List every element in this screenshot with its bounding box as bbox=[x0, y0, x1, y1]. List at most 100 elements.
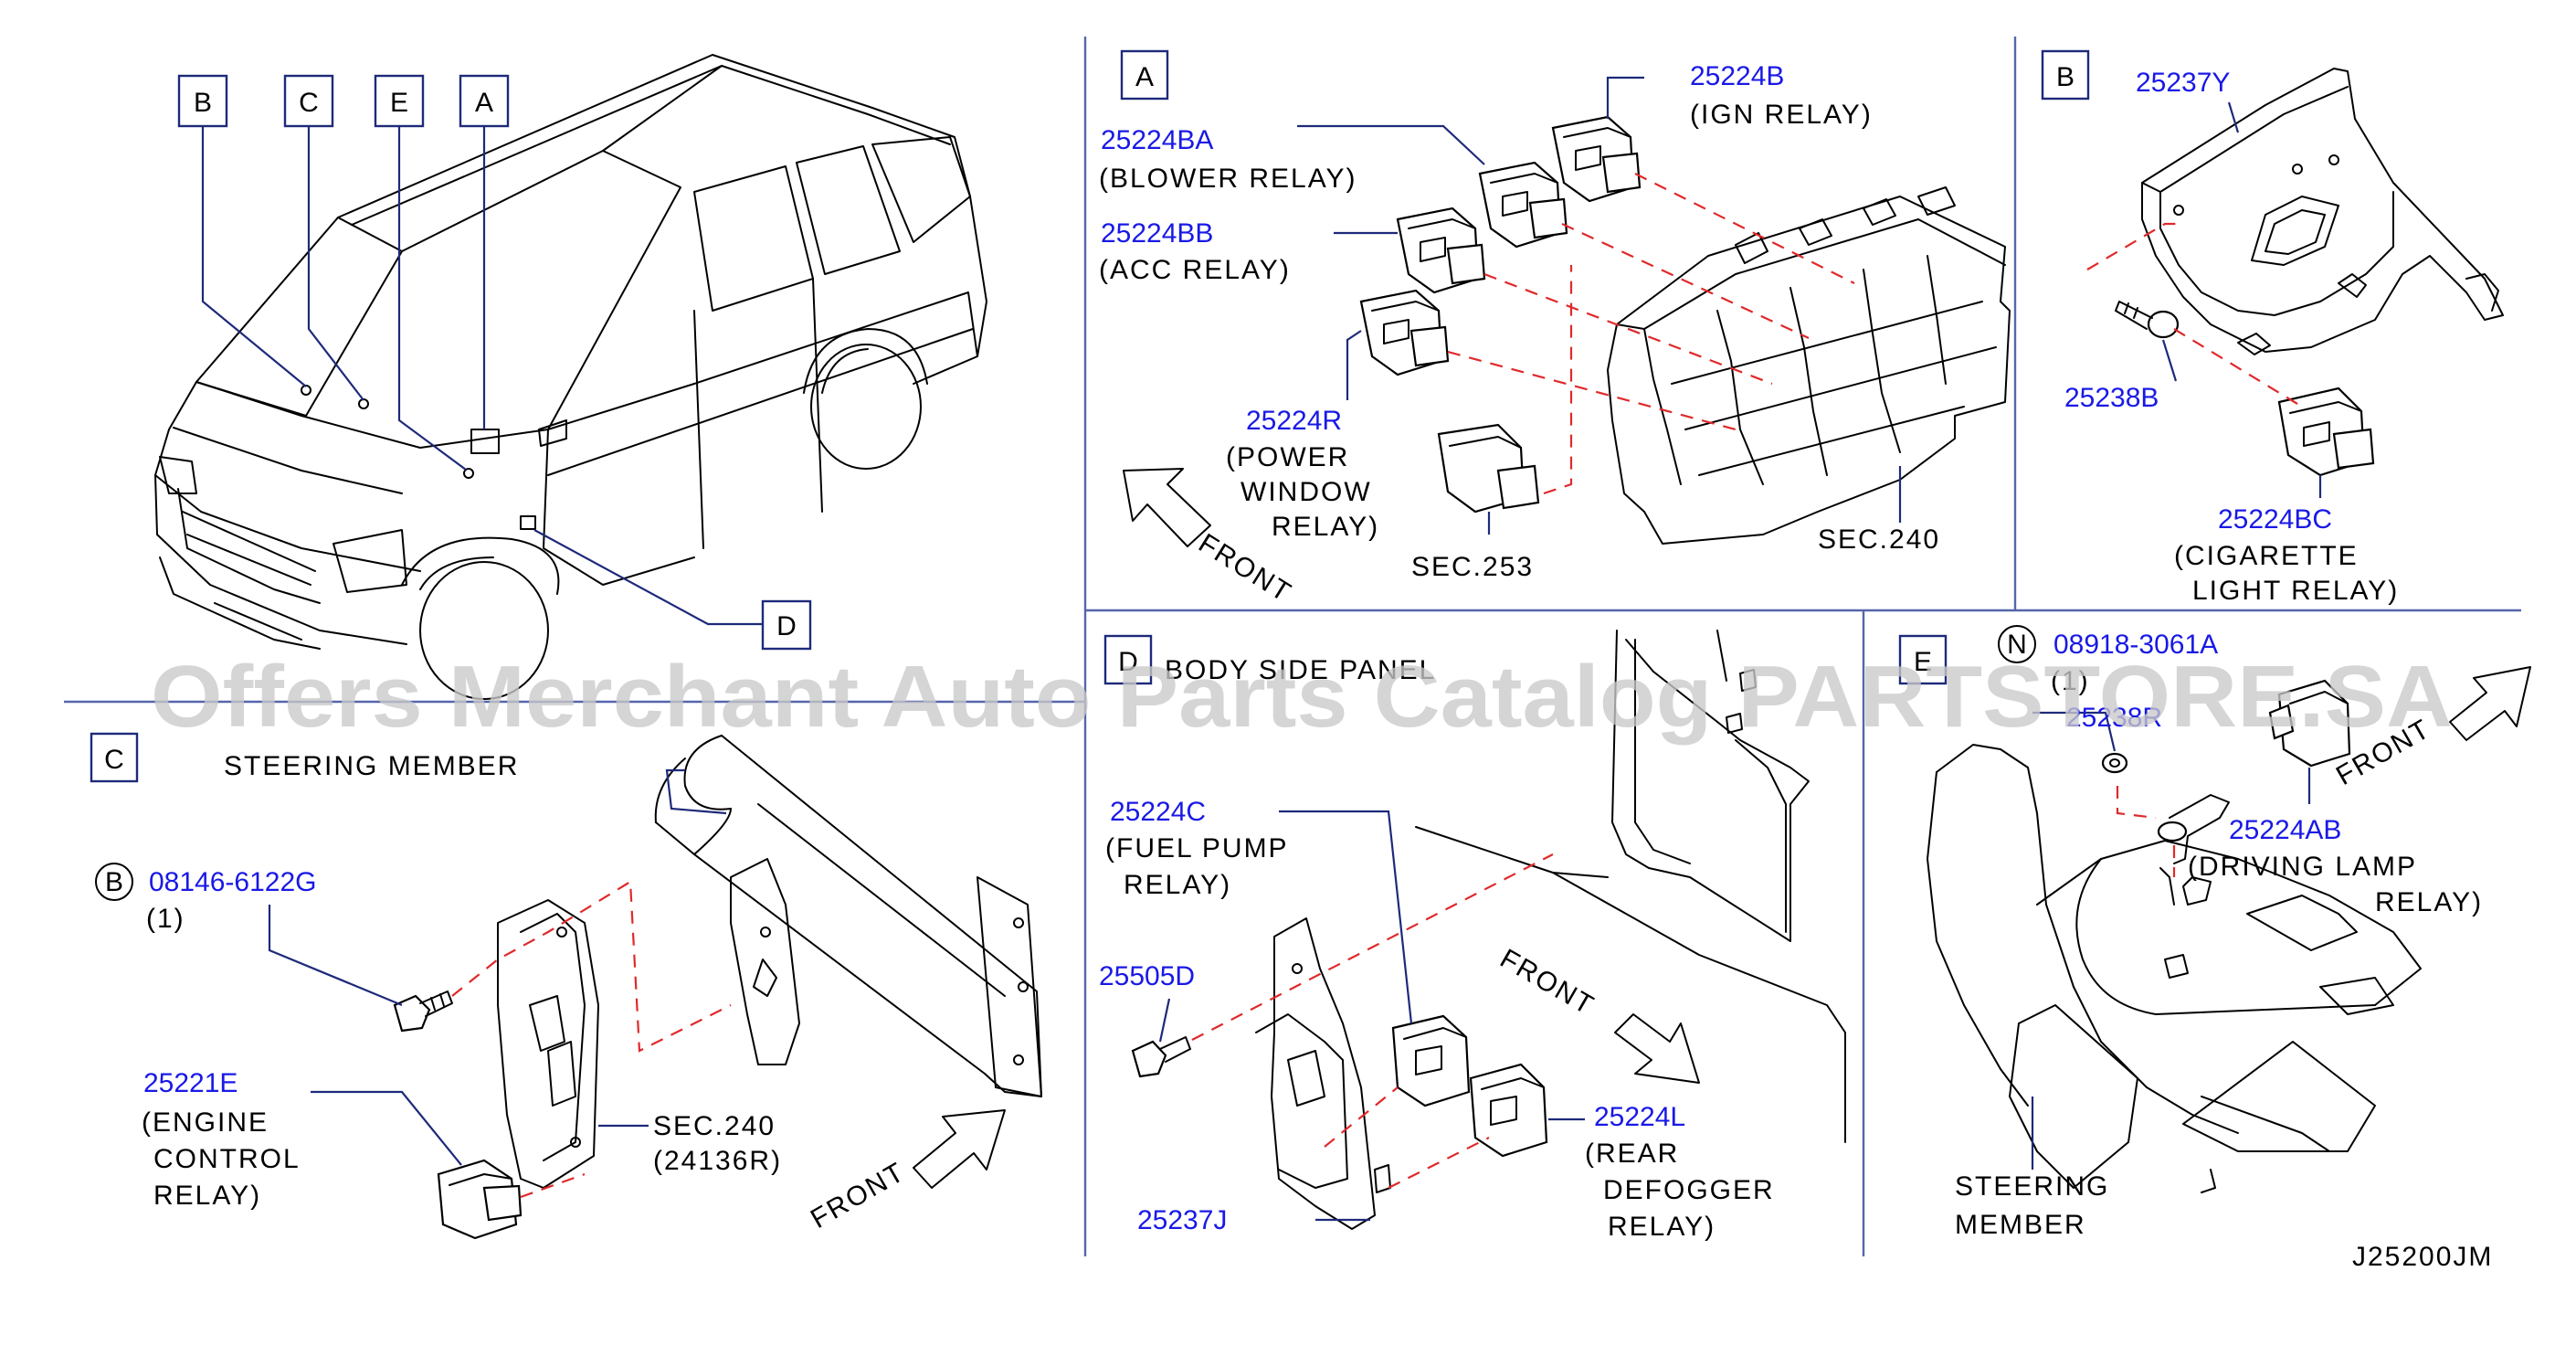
part-number-25237y[interactable]: 25237Y bbox=[2136, 68, 2230, 98]
part-desc-engine-3: RELAY) bbox=[153, 1181, 261, 1211]
part-number-25237j[interactable]: 25237J bbox=[1137, 1205, 1227, 1235]
ref-24136r: (24136R) bbox=[653, 1146, 782, 1176]
svg-text:B: B bbox=[105, 867, 123, 897]
part-desc-cigarette-2: LIGHT RELAY) bbox=[2192, 576, 2399, 606]
part-desc-defogger-3: RELAY) bbox=[1608, 1212, 1716, 1242]
svg-text:D: D bbox=[1118, 647, 1138, 677]
relay-fuel-pump bbox=[1391, 1014, 1471, 1107]
section-a: A bbox=[1099, 49, 2011, 609]
body-side-panel-label: BODY SIDE PANEL bbox=[1165, 655, 1436, 685]
callout-b: B bbox=[177, 74, 228, 128]
svg-text:C: C bbox=[299, 88, 319, 118]
relay-driving-lamp bbox=[2268, 679, 2351, 768]
relay-bracket-c bbox=[497, 899, 599, 1189]
part-number-25221e[interactable]: 25221E bbox=[143, 1068, 238, 1098]
ref-sec253: SEC.253 bbox=[1411, 552, 1534, 582]
marker-b-circle: B bbox=[95, 863, 133, 901]
svg-text:B: B bbox=[2056, 62, 2075, 92]
callout-e: E bbox=[374, 74, 425, 128]
part-desc-engine-2: CONTROL bbox=[153, 1144, 301, 1174]
section-a-label: A bbox=[1120, 49, 1169, 101]
bracket-25237y bbox=[2141, 68, 2504, 355]
part-number-25238r[interactable]: 25238R bbox=[2066, 703, 2162, 733]
part-number-25224ab[interactable]: 25224AB bbox=[2229, 815, 2341, 845]
part-number-25505d[interactable]: 25505D bbox=[1099, 961, 1195, 991]
part-number-08146-6122g[interactable]: 08146-6122G bbox=[149, 867, 317, 897]
svg-text:N: N bbox=[2007, 630, 2027, 660]
part-qty-08146: (1) bbox=[146, 904, 185, 934]
relay-sec253 bbox=[1437, 423, 1540, 514]
section-b-label: B bbox=[2041, 49, 2090, 101]
section-dividers bbox=[64, 37, 2521, 1256]
relay-engine-control bbox=[437, 1159, 523, 1240]
callout-c: C bbox=[283, 74, 334, 128]
part-qty-08918: (1) bbox=[2051, 666, 2090, 696]
nut-08918 bbox=[2101, 752, 2128, 774]
part-desc-fuel-pump-2: RELAY) bbox=[1124, 870, 1231, 900]
steering-member-c bbox=[654, 735, 1042, 1097]
part-desc-cigarette-1: (CIGARETTE bbox=[2174, 541, 2359, 571]
steering-member-label-c: STEERING MEMBER bbox=[224, 751, 519, 781]
part-desc-power-window-1: (POWER bbox=[1226, 442, 1349, 472]
section-e-label: E bbox=[1898, 634, 1948, 685]
part-desc-driving-lamp-1: (DRIVING LAMP bbox=[2188, 852, 2417, 882]
relay-blower bbox=[1478, 161, 1568, 249]
diagram-code: J25200JM bbox=[2352, 1242, 2493, 1272]
part-desc-driving-lamp-2: RELAY) bbox=[2375, 887, 2483, 917]
section-b: B 25237Y 25 bbox=[2041, 49, 2504, 606]
relay-rear-defogger bbox=[1469, 1063, 1548, 1158]
svg-text:A: A bbox=[1135, 62, 1154, 92]
part-number-25224ba[interactable]: 25224BA bbox=[1101, 125, 1213, 155]
front-arrow-c: FRONT bbox=[806, 1109, 1006, 1234]
callout-a: A bbox=[459, 74, 510, 128]
svg-text:A: A bbox=[475, 88, 493, 118]
part-number-25224l[interactable]: 25224L bbox=[1594, 1102, 1685, 1132]
part-number-25224b[interactable]: 25224B bbox=[1690, 61, 1784, 91]
bracket-c bbox=[730, 858, 800, 1065]
steering-member-label-e-2: MEMBER bbox=[1955, 1210, 2086, 1240]
svg-text:FRONT: FRONT bbox=[1495, 943, 1600, 1021]
svg-text:C: C bbox=[104, 745, 124, 775]
section-d-label: D bbox=[1103, 634, 1153, 685]
relay-acc bbox=[1396, 207, 1486, 294]
part-desc-engine-1: (ENGINE bbox=[142, 1107, 269, 1138]
part-number-25224bb[interactable]: 25224BB bbox=[1101, 218, 1213, 249]
bracket-25237j bbox=[1255, 917, 1391, 1230]
front-arrow-d: FRONT bbox=[1495, 943, 1700, 1084]
svg-text:E: E bbox=[390, 88, 408, 118]
ref-sec240-a: SEC.240 bbox=[1818, 524, 1940, 555]
part-desc-ign-relay: (IGN RELAY) bbox=[1690, 100, 1873, 130]
steering-member-label-e-1: STEERING bbox=[1955, 1171, 2109, 1202]
fuse-block bbox=[1607, 186, 2011, 545]
vehicle-drawing bbox=[154, 54, 987, 700]
ref-sec240-c: SEC.240 bbox=[653, 1111, 776, 1141]
part-desc-acc-relay: (ACC RELAY) bbox=[1099, 255, 1291, 285]
callout-d: D bbox=[761, 599, 812, 651]
section-c-label: C bbox=[90, 732, 139, 783]
relay-power-window bbox=[1359, 289, 1450, 376]
marker-n-circle: N bbox=[1998, 625, 2036, 663]
relay-ign bbox=[1551, 115, 1642, 203]
svg-text:D: D bbox=[776, 611, 797, 641]
svg-text:B: B bbox=[194, 88, 212, 118]
part-number-25224r[interactable]: 25224R bbox=[1246, 406, 1342, 436]
part-desc-power-window-3: RELAY) bbox=[1272, 512, 1379, 542]
vehicle-overview: B C E A D bbox=[154, 54, 987, 700]
part-desc-fuel-pump-1: (FUEL PUMP bbox=[1105, 833, 1289, 863]
bolt-25238b bbox=[2115, 301, 2180, 339]
steering-member-e bbox=[1927, 744, 2422, 1193]
watermark: Offers Merchant Auto Parts Catalog PARTS… bbox=[151, 648, 2453, 746]
part-number-25224c[interactable]: 25224C bbox=[1110, 797, 1206, 827]
part-desc-defogger-2: DEFOGGER bbox=[1603, 1175, 1775, 1205]
svg-text:FRONT: FRONT bbox=[806, 1157, 911, 1234]
part-number-25238b[interactable]: 25238B bbox=[2064, 383, 2159, 413]
part-number-08918-3061a[interactable]: 08918-3061A bbox=[2053, 630, 2218, 660]
part-number-25224bc[interactable]: 25224BC bbox=[2218, 504, 2332, 535]
part-desc-defogger-1: (REAR bbox=[1585, 1139, 1679, 1169]
bolt-08146 bbox=[393, 991, 453, 1033]
bolt-25505d bbox=[1131, 1036, 1191, 1078]
bracket-25238r bbox=[2157, 794, 2230, 906]
svg-text:E: E bbox=[1914, 647, 1932, 677]
section-c: C bbox=[90, 732, 1042, 1240]
